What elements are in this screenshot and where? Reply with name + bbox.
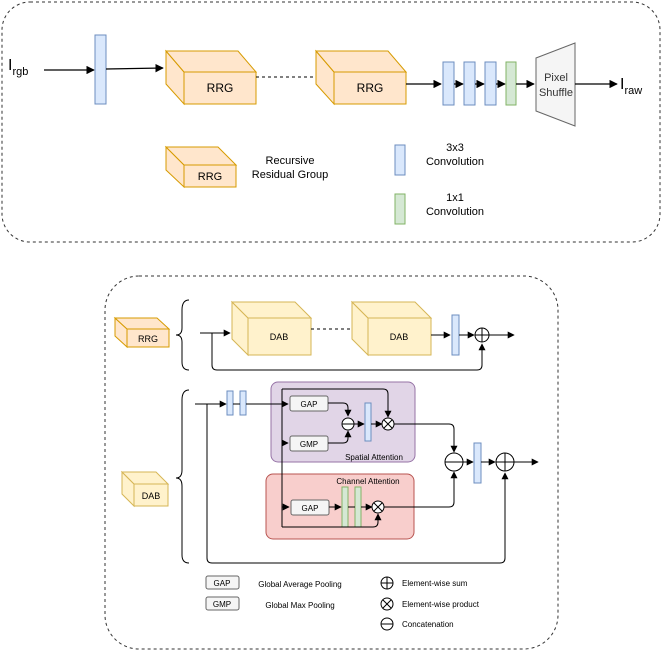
spatial-product-node <box>381 417 395 431</box>
legend-conv3x3-line2: Convolution <box>426 156 484 168</box>
edge-gap-to-concat <box>328 402 352 417</box>
dab-head-conv3x3-1 <box>226 390 234 416</box>
legend-conv1x1-line2: Convolution <box>426 206 484 218</box>
spatial-attention-title: Spatial Attention <box>345 453 403 462</box>
rrg-block-2: RRG <box>314 49 408 106</box>
legend-conv1x1-line1: 1x1 <box>446 192 464 204</box>
dab-small-label-text: DAB <box>142 491 161 501</box>
dab-block-1: DAB <box>230 300 313 357</box>
legend-conv3x3-line1: 3x3 <box>446 142 464 154</box>
legend-gap-box <box>205 575 240 590</box>
legend-gap-desc: Global Average Pooling <box>258 580 341 589</box>
channel-attention-title: Channel Attention <box>336 477 399 486</box>
conv3x3-tail-3 <box>484 61 497 106</box>
legend-gmp-box <box>205 596 240 611</box>
legend-rrg-symbol: RRG <box>164 145 238 189</box>
conv3x3-first <box>94 34 107 105</box>
rrg-small-label-text: RRG <box>138 334 158 344</box>
edge-channel-bypass <box>282 513 382 528</box>
pixel-shuffle-line1: Pixel <box>544 72 568 84</box>
rrg-small-label: RRG <box>113 316 171 349</box>
bottom-panel-frame <box>104 275 559 650</box>
spatial-gmp-label: GMP <box>300 440 318 449</box>
spatial-gap-label: GAP <box>301 400 318 409</box>
dab-small-label: DAB <box>120 470 170 508</box>
rrg-brace <box>175 299 190 371</box>
conv3x3-tail-2 <box>463 61 476 106</box>
pixel-shuffle-block: Pixel Shuffle <box>535 42 576 127</box>
dab-block-2-label: DAB <box>390 332 409 342</box>
legend-gmp-desc: Global Max Pooling <box>265 601 334 610</box>
rrg-row-conv3x3 <box>451 314 460 356</box>
legend-rrg-desc-line1: Recursive <box>266 155 315 167</box>
legend-product-desc: Element-wise product <box>402 600 480 609</box>
edge-gmp-to-concat <box>328 430 352 444</box>
channel-product-node <box>371 500 385 514</box>
edge-rrg-skip <box>211 333 486 371</box>
edge-spatial-bypass <box>282 388 392 418</box>
legend-conv1x1-symbol <box>394 193 406 225</box>
dab-head-conv3x3-2 <box>239 390 247 416</box>
rrg-block-2-label: RRG <box>357 81 384 95</box>
spatial-concat-node <box>341 417 355 431</box>
dab-tail-conv3x3 <box>473 442 482 484</box>
dab-final-concat-node <box>444 452 464 472</box>
edge-conv-to-rrg1 <box>105 63 164 73</box>
conv1x1-tail <box>505 61 517 106</box>
input-label: Irgb <box>8 57 28 78</box>
spatial-conv3x3 <box>364 402 372 442</box>
dab-brace <box>175 389 190 564</box>
legend-sum-symbol <box>380 576 394 590</box>
legend-rrg-symbol-label: RRG <box>198 171 222 183</box>
top-panel-frame <box>1 1 661 243</box>
dab-block-1-label: DAB <box>270 332 289 342</box>
legend-concat-desc: Concatenation <box>402 620 454 629</box>
legend-gap-box-label: GAP <box>214 579 231 588</box>
output-label: Iraw <box>620 76 642 97</box>
dab-final-sum-node <box>495 452 515 472</box>
rrg-block-1-label: RRG <box>207 81 234 95</box>
conv3x3-tail-1 <box>442 61 455 106</box>
channel-conv1x1-2 <box>354 486 362 528</box>
pixel-shuffle-line2: Shuffle <box>539 87 573 99</box>
legend-product-symbol <box>380 597 394 611</box>
legend-rrg-desc-line2: Residual Group <box>252 169 328 181</box>
channel-conv1x1-1 <box>341 486 349 528</box>
legend-gmp-box-label: GMP <box>213 600 231 609</box>
legend-conv3x3-symbol <box>394 144 406 176</box>
dab-block-2: DAB <box>350 300 433 357</box>
legend-sum-desc: Element-wise sum <box>402 579 468 588</box>
legend-concat-symbol <box>380 617 394 631</box>
channel-gap-label: GAP <box>302 504 319 513</box>
edge-spatial-to-final-concat <box>394 423 458 453</box>
edge-dab-skip <box>206 404 509 564</box>
edge-channel-to-final-concat <box>384 471 458 508</box>
rrg-row-sum-node <box>474 327 490 343</box>
rrg-block-1: RRG <box>164 49 258 106</box>
